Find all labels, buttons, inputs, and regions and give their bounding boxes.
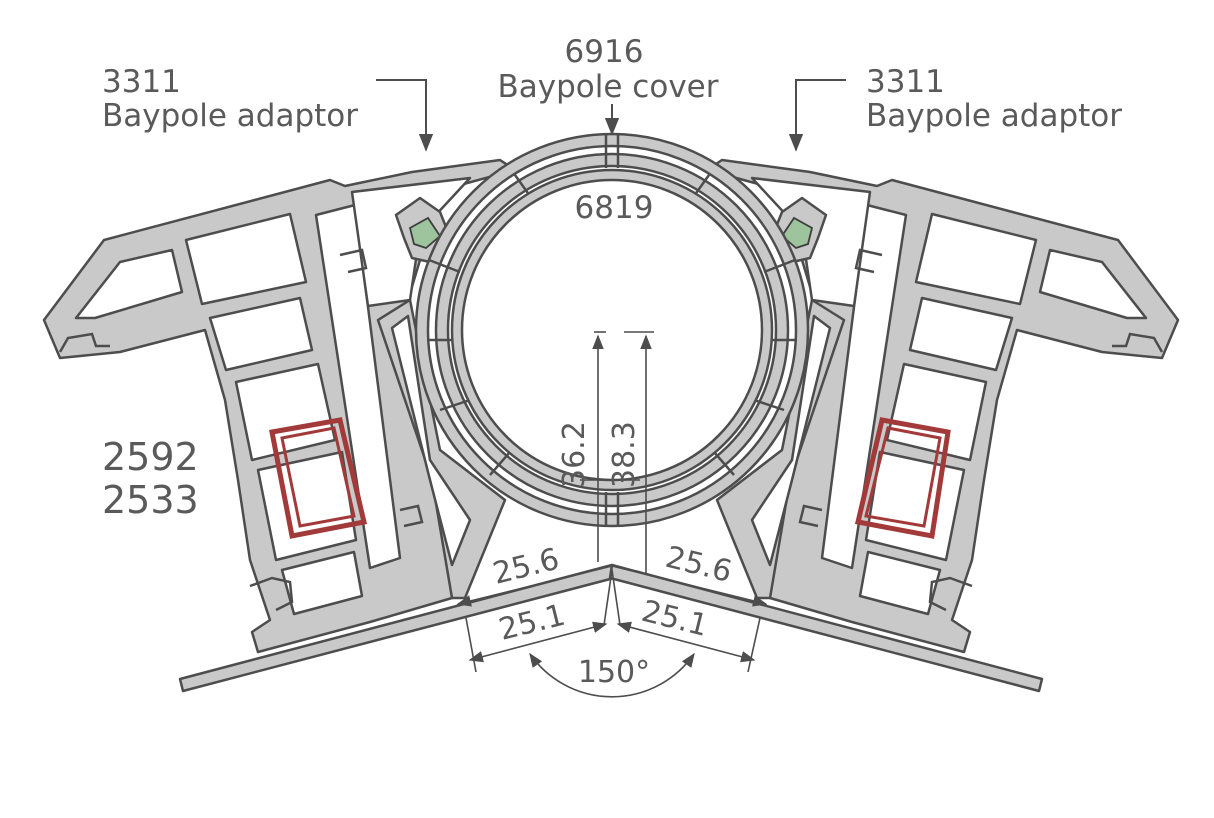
left-adaptor-leader [376, 79, 434, 152]
cover-code: 6916 [565, 34, 644, 70]
cover-name: Baypole cover [498, 69, 719, 105]
right-adaptor-profile [705, 158, 1180, 654]
right-adaptor-code: 3311 [866, 64, 945, 100]
inner-tube-code: 6819 [575, 190, 654, 226]
left-steel-reinforcement [269, 417, 368, 539]
right-steel-reinforcement [854, 417, 951, 539]
left-adaptor-name: Baypole adaptor [102, 98, 358, 134]
inner-tube [450, 168, 774, 492]
left-adaptor-code: 3311 [102, 64, 181, 100]
right-adaptor-name: Baypole adaptor [866, 98, 1122, 134]
right-adaptor-leader [788, 79, 846, 152]
reinforcement-code-1: 2592 [102, 435, 199, 479]
reinforcement-code-2: 2533 [102, 478, 199, 522]
dim-angle: 150° [578, 655, 650, 690]
dim-outer-radius: 38.3 [607, 421, 642, 488]
left-adaptor-profile [42, 158, 517, 654]
dim-inner-radius: 36.2 [557, 421, 592, 488]
dimension-lines [456, 331, 768, 698]
